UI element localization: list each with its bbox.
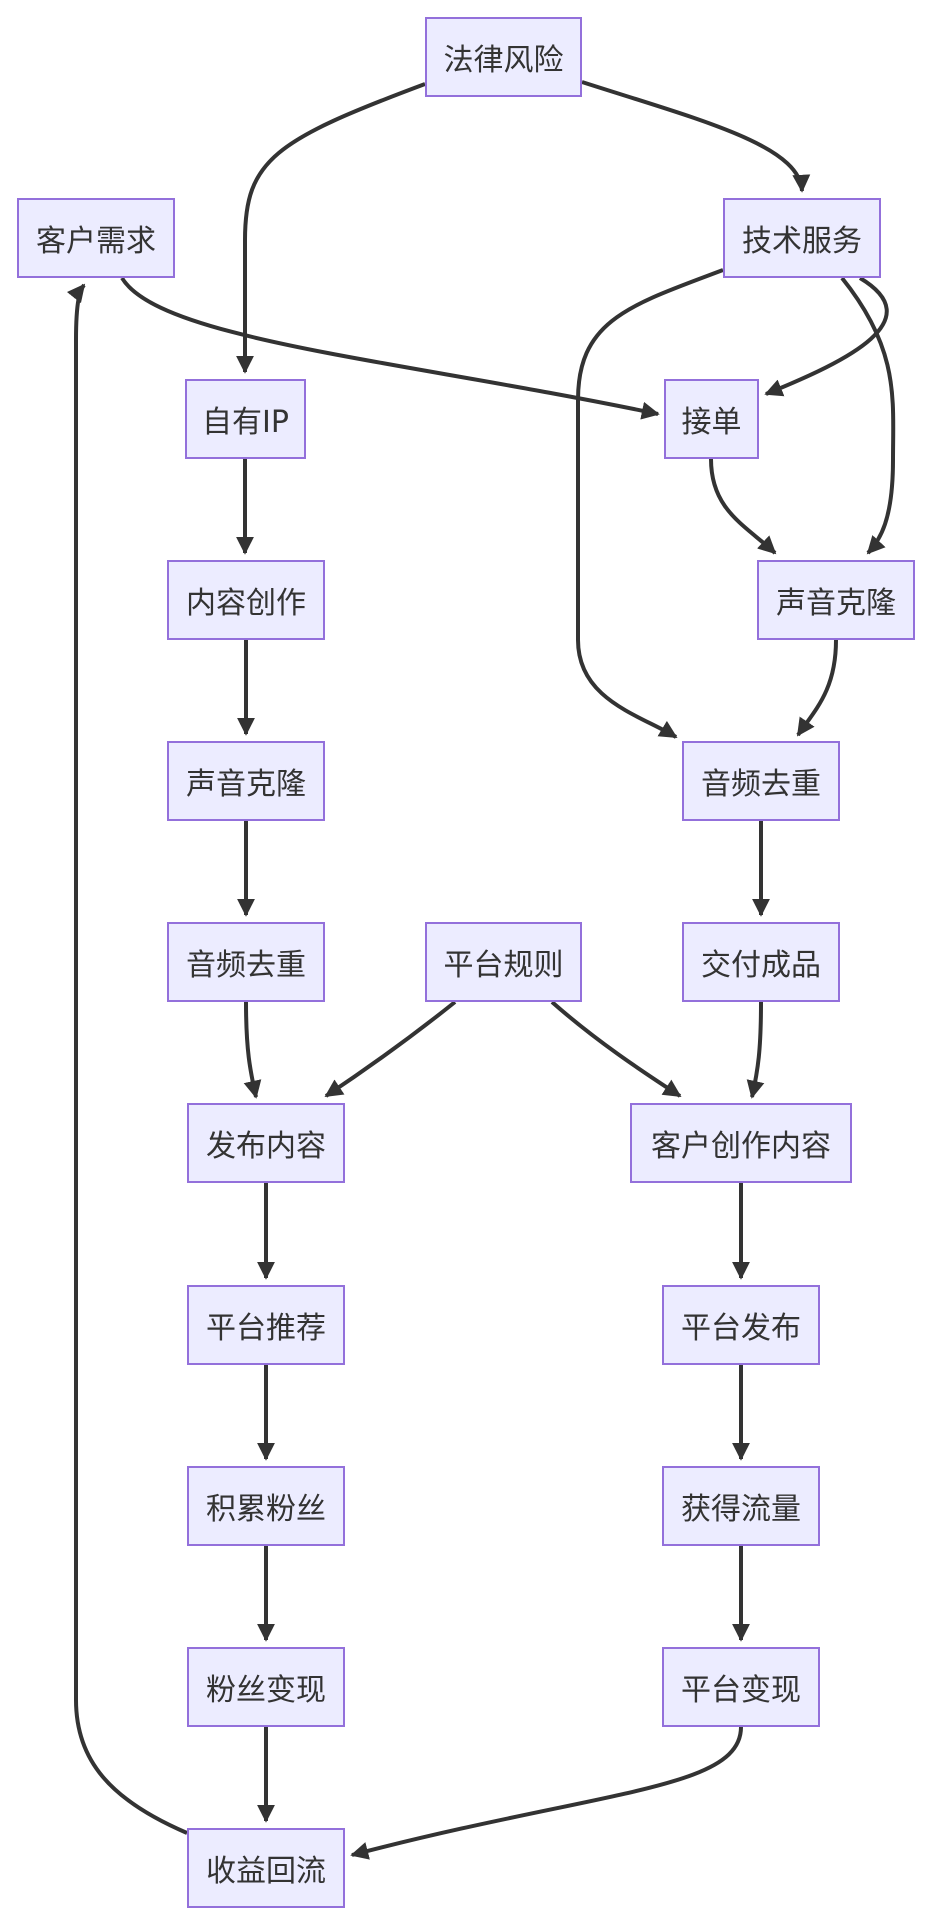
edge-legal-risk-to-own-ip	[236, 82, 426, 374]
edge-deliver-product-to-customer-content	[746, 1001, 765, 1099]
node-tech-service: 技术服务	[723, 198, 881, 278]
node-gain-traffic: 获得流量	[662, 1466, 820, 1546]
edge-platform-rules-to-publish-content	[324, 1000, 457, 1098]
node-legal-risk: 法律风险	[425, 17, 582, 97]
node-own-ip: 自有IP	[185, 379, 306, 459]
edge-legal-risk-to-tech-service	[581, 80, 811, 193]
edge-tech-service-to-voice-clone-right	[840, 276, 896, 555]
node-voice-clone-right: 声音克隆	[757, 560, 915, 640]
node-publish-content: 发布内容	[187, 1103, 345, 1183]
edge-platform-monetize-to-revenue-return	[350, 1726, 743, 1860]
node-platform-recommend: 平台推荐	[187, 1285, 345, 1365]
node-content-creation: 内容创作	[167, 560, 325, 640]
edge-platform-rules-to-customer-content	[550, 1000, 682, 1098]
node-fan-monetize: 粉丝变现	[187, 1647, 345, 1727]
edge-voice-clone-right-to-audio-dedup-right	[796, 639, 838, 737]
node-revenue-return: 收益回流	[187, 1828, 345, 1908]
edge-revenue-return-to-customer-demand	[66, 283, 188, 1835]
edge-take-order-to-voice-clone-right	[709, 458, 777, 555]
node-voice-clone-left: 声音克隆	[167, 741, 325, 821]
node-audio-dedup-left: 音频去重	[167, 922, 325, 1002]
node-platform-monetize: 平台变现	[662, 1647, 820, 1727]
edge-customer-demand-to-take-order	[120, 276, 660, 420]
node-customer-content: 客户创作内容	[630, 1103, 852, 1183]
node-platform-rules: 平台规则	[425, 922, 582, 1002]
edge-audio-dedup-left-to-publish-content	[243, 1001, 262, 1099]
node-platform-publish: 平台发布	[662, 1285, 820, 1365]
edge-tech-service-to-audio-dedup-right	[576, 268, 724, 739]
node-audio-dedup-right: 音频去重	[682, 741, 840, 821]
node-accumulate-fans: 积累粉丝	[187, 1466, 345, 1546]
node-take-order: 接单	[664, 379, 759, 459]
node-customer-demand: 客户需求	[17, 198, 175, 278]
edge-tech-service-to-take-order	[764, 276, 889, 397]
node-deliver-product: 交付成品	[682, 922, 840, 1002]
